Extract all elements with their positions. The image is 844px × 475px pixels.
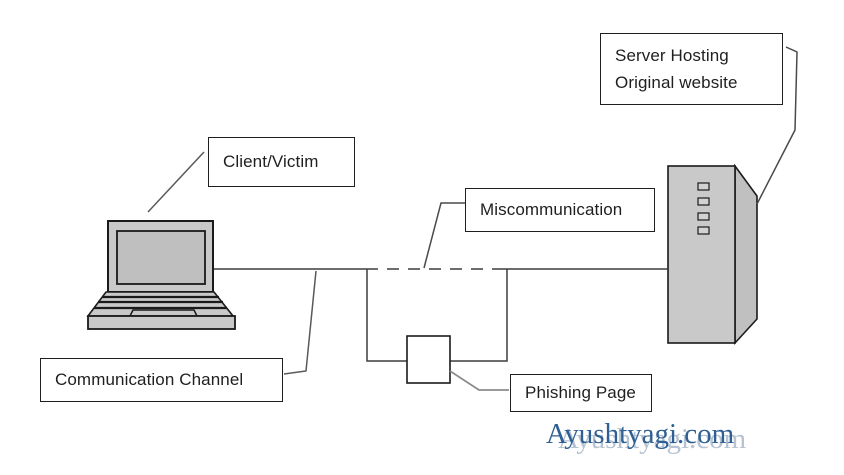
server-front-panel (667, 165, 736, 344)
communication-channel-label-box: Communication Channel (40, 358, 283, 402)
communication-channel-label: Communication Channel (55, 370, 244, 389)
server-hosting-label-line1: Server Hosting (615, 46, 729, 65)
client-leader-line (147, 151, 205, 213)
laptop-screen (116, 230, 206, 285)
server-drive-slot-icon (697, 182, 710, 191)
server-drive-slot-icon (697, 212, 710, 221)
server-hosting-label-line2: Original website (615, 73, 738, 92)
client-victim-label-box: Client/Victim (208, 137, 355, 187)
miscommunication-label: Miscommunication (480, 200, 623, 219)
server-drive-slot-icon (697, 197, 710, 206)
miscommunication-label-box: Miscommunication (465, 188, 655, 232)
server-icon (667, 163, 758, 346)
server-side-panel (734, 163, 758, 346)
server-hosting-label-box: Server Hosting Original website (600, 33, 783, 105)
miscommunication-leader-line (423, 202, 465, 269)
server-leader-line (756, 46, 798, 205)
phishing-page-label: Phishing Page (525, 383, 636, 402)
server-drive-slot-icon (697, 226, 710, 235)
phishing-detour-right (450, 269, 508, 362)
phishing-leader-line (449, 370, 509, 391)
laptop-base (87, 315, 236, 330)
phishing-detour-left (366, 269, 407, 362)
phishing-page-label-box: Phishing Page (510, 374, 652, 412)
channel-leader-line (283, 270, 317, 375)
client-victim-label: Client/Victim (223, 152, 319, 171)
laptop-icon (86, 220, 236, 330)
watermark-text: Ayushtyagi.com (546, 418, 735, 450)
phishing-page-node (406, 335, 451, 384)
